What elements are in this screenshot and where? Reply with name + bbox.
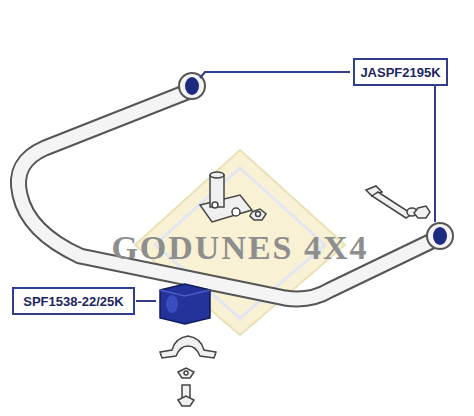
anti-roll-bar: [18, 90, 438, 299]
end-link-bolt: [366, 186, 430, 218]
end-link-bushing: [179, 73, 453, 249]
leader-line: [136, 72, 435, 301]
bushing-clamp: [160, 336, 216, 406]
mounting-bracket: [200, 172, 266, 222]
bar-bushing: [160, 284, 210, 324]
part-number-box: SPF1538-22/25K: [12, 287, 135, 315]
part-number: SPF1538-22/25K: [23, 294, 123, 309]
part-number-box: JASPF2195K: [353, 58, 448, 86]
watermark: GODUNES 4X4: [111, 229, 368, 267]
part-number: JASPF2195K: [360, 65, 440, 80]
